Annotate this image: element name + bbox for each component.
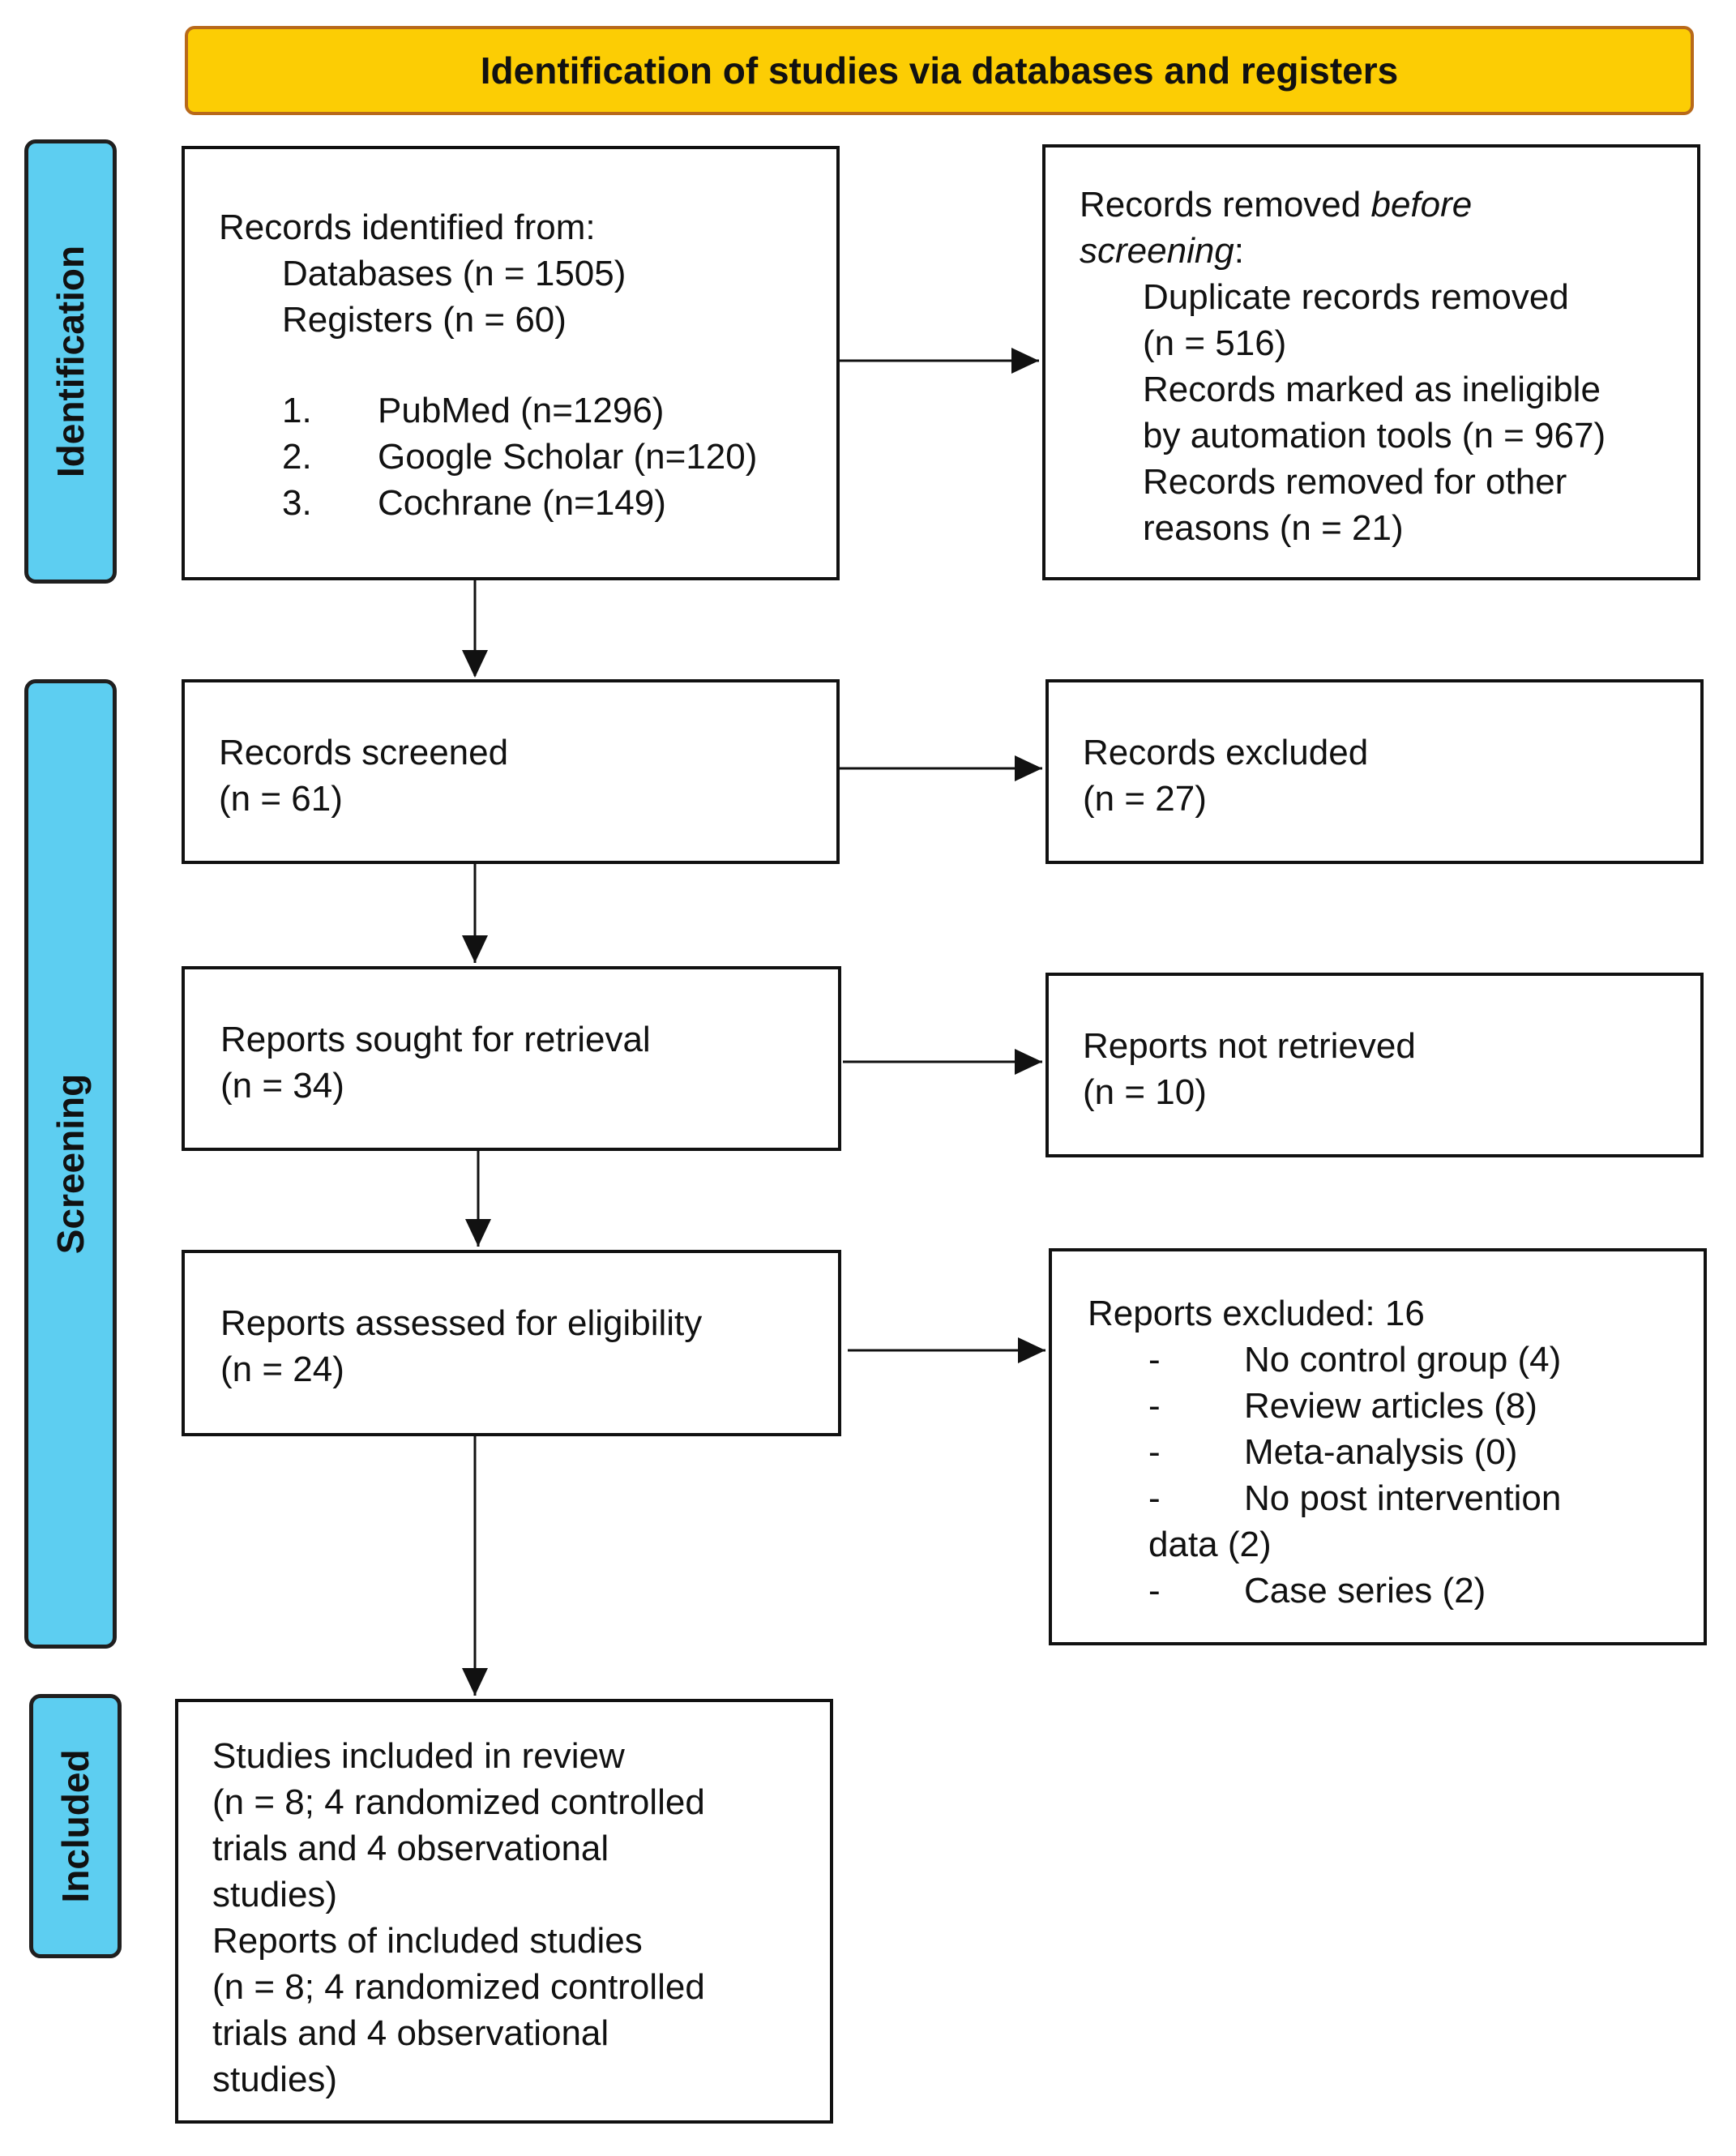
source-text: Google Scholar (n=120) (378, 437, 758, 477)
records-identified-box: Records identified from: Databases (n = … (182, 146, 840, 580)
records-excluded-box: Records excluded (n = 27) (1045, 679, 1704, 864)
included-line: studies) (212, 1875, 338, 1914)
reports-not-retrieved-box: Reports not retrieved (n = 10) (1045, 973, 1704, 1157)
arrowhead-down (462, 1668, 488, 1696)
not-retrieved-title: Reports not retrieved (1083, 1026, 1416, 1066)
phase-screening: Screening (24, 679, 117, 1649)
reports-excluded-heading: Reports excluded: 16 (1088, 1294, 1425, 1333)
exclusion-reason-continuation: data (2) (1148, 1525, 1272, 1564)
exclusion-reason: - No post intervention (1148, 1478, 1562, 1518)
included-line: (n = 8; 4 randomized controlled (212, 1967, 705, 2007)
identified-registers: Registers (n = 60) (282, 300, 567, 340)
screened-title: Records screened (219, 733, 509, 772)
included-line: Studies included in review (212, 1736, 625, 1776)
assessed-count: (n = 24) (220, 1350, 344, 1389)
phase-included: Included (29, 1694, 122, 1958)
removed-line: (n = 516) (1143, 323, 1287, 363)
exclusion-reason: - Case series (2) (1148, 1571, 1486, 1611)
source-item: 1. PubMed (n=1296) (219, 387, 836, 434)
removed-line: Records marked as ineligible (1143, 370, 1601, 409)
reports-assessed-box: Reports assessed for eligibility (n = 24… (182, 1250, 841, 1436)
removed-line: Records removed for other (1143, 462, 1567, 502)
identification-banner: Identification of studies via databases … (185, 26, 1694, 115)
source-item: 2. Google Scholar (n=120) (219, 434, 836, 480)
source-text: PubMed (n=1296) (378, 391, 665, 430)
sought-title: Reports sought for retrieval (220, 1020, 651, 1059)
reports-sought-box: Reports sought for retrieval (n = 34) (182, 966, 841, 1151)
identified-databases: Databases (n = 1505) (282, 254, 626, 293)
exclusion-reason: - Meta-analysis (0) (1148, 1432, 1518, 1472)
included-line: studies) (212, 2060, 338, 2099)
screened-count: (n = 61) (219, 779, 343, 819)
removed-heading: Records removed before (1080, 185, 1473, 225)
identified-heading: Records identified from: (219, 207, 596, 247)
arrowhead-right (1011, 348, 1039, 374)
arrowhead-right (1015, 1049, 1042, 1075)
source-item: 3. Cochrane (n=149) (219, 480, 836, 526)
records-removed-box: Records removed before screening: Duplic… (1042, 144, 1700, 580)
included-line: Reports of included studies (212, 1921, 643, 1961)
studies-included-box: Studies included in review (n = 8; 4 ran… (175, 1699, 833, 2124)
arrowhead-right (1015, 755, 1042, 781)
banner-title: Identification of studies via databases … (480, 49, 1399, 92)
excluded-title: Records excluded (1083, 733, 1369, 772)
source-text: Cochrane (n=149) (378, 483, 666, 523)
not-retrieved-count: (n = 10) (1083, 1072, 1207, 1112)
sought-count: (n = 34) (220, 1066, 344, 1106)
arrowhead-down (465, 1219, 491, 1247)
removed-line: by automation tools (n = 967) (1143, 416, 1606, 456)
excluded-count: (n = 27) (1083, 779, 1207, 819)
included-line: trials and 4 observational (212, 1829, 609, 1868)
records-screened-box: Records screened (n = 61) (182, 679, 840, 864)
removed-heading-cont: screening: (1080, 231, 1245, 271)
removed-line: Duplicate records removed (1143, 277, 1569, 317)
assessed-title: Reports assessed for eligibility (220, 1303, 703, 1343)
arrowhead-right (1018, 1337, 1045, 1363)
arrowhead-down (462, 935, 488, 963)
included-line: (n = 8; 4 randomized controlled (212, 1782, 705, 1822)
removed-line: reasons (n = 21) (1143, 508, 1404, 548)
phase-identification: Identification (24, 139, 117, 584)
arrowhead-down (462, 650, 488, 678)
included-line: trials and 4 observational (212, 2013, 609, 2053)
exclusion-reason: - Review articles (8) (1148, 1386, 1537, 1426)
exclusion-reason: - No control group (4) (1148, 1340, 1562, 1380)
reports-excluded-box: Reports excluded: 16 - No control group … (1049, 1248, 1707, 1645)
